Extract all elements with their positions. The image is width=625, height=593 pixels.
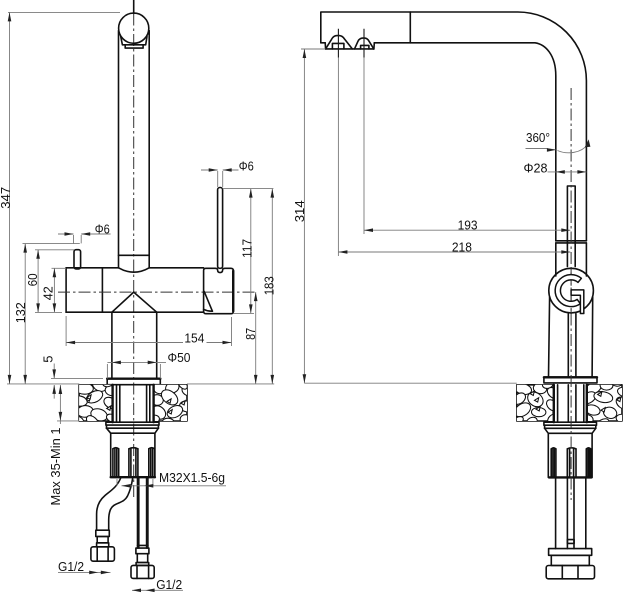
svg-text:Φ6: Φ6 bbox=[95, 222, 110, 237]
svg-text:60: 60 bbox=[25, 273, 40, 286]
svg-text:117: 117 bbox=[240, 239, 255, 258]
svg-text:M32X1.5-6g: M32X1.5-6g bbox=[159, 470, 225, 485]
svg-text:154: 154 bbox=[184, 330, 204, 345]
svg-text:360°: 360° bbox=[526, 130, 550, 145]
svg-text:G1/2: G1/2 bbox=[58, 559, 84, 574]
svg-text:193: 193 bbox=[458, 218, 478, 233]
svg-text:42: 42 bbox=[41, 286, 56, 300]
svg-text:5: 5 bbox=[40, 356, 55, 363]
svg-text:87: 87 bbox=[243, 328, 258, 340]
svg-text:Max 35-Min 1: Max 35-Min 1 bbox=[48, 428, 63, 506]
svg-text:132: 132 bbox=[13, 302, 28, 323]
svg-text:218: 218 bbox=[452, 240, 472, 255]
svg-text:183: 183 bbox=[261, 276, 276, 295]
svg-text:347: 347 bbox=[0, 187, 13, 209]
svg-text:Φ6: Φ6 bbox=[239, 159, 254, 174]
svg-text:314: 314 bbox=[292, 200, 307, 222]
svg-text:G1/2: G1/2 bbox=[156, 577, 182, 592]
svg-text:Φ28: Φ28 bbox=[524, 161, 548, 176]
svg-text:Φ50: Φ50 bbox=[168, 350, 191, 365]
